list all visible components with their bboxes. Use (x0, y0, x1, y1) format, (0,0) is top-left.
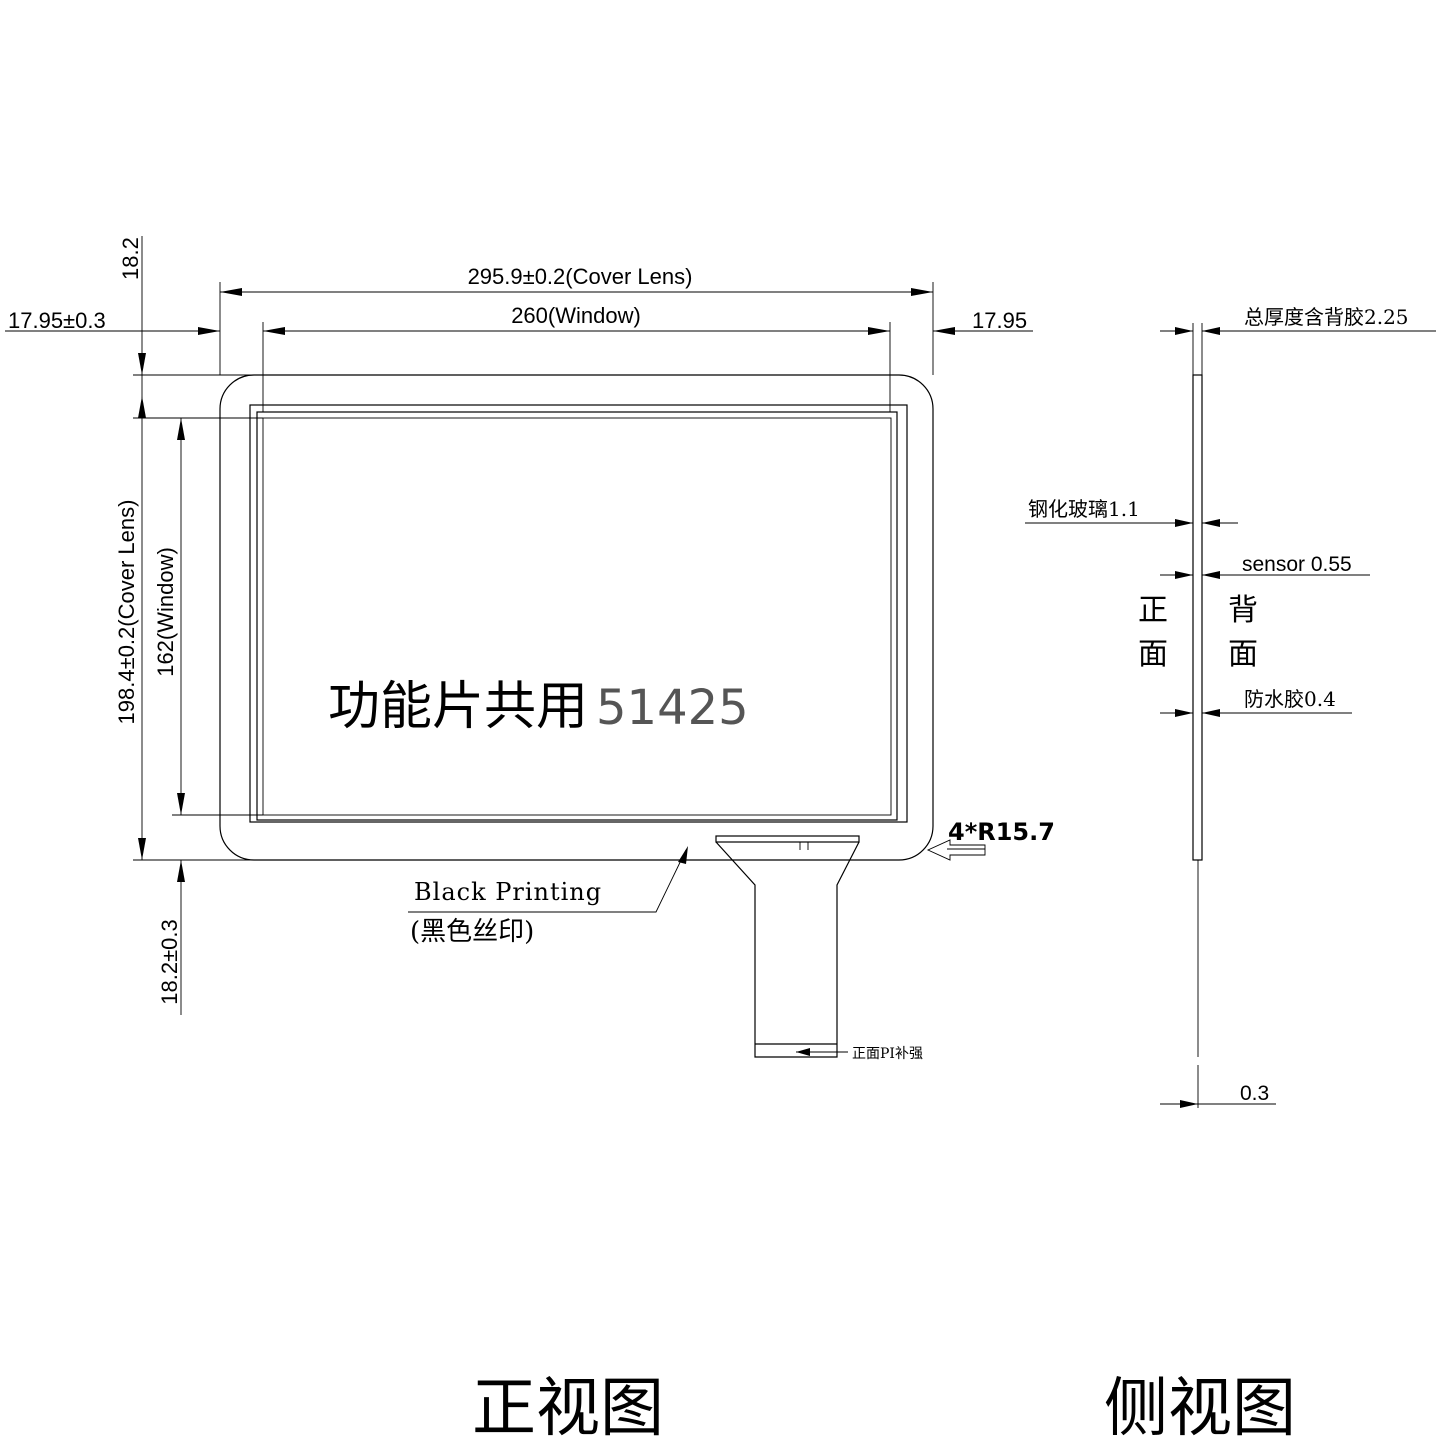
fpc-bonding-strip (715, 835, 860, 843)
radius-arrow-icon (926, 839, 986, 861)
stamp-text: 功能片共用 (328, 677, 588, 737)
front-view-caption: 正视图 (472, 1372, 664, 1440)
front-label-1: 正 (1138, 593, 1168, 628)
stamp-number: 51425 (596, 680, 749, 736)
window-inner (262, 417, 892, 816)
dim-left-margin: 17.95±0.3 (8, 308, 106, 333)
side-panel-body (1192, 374, 1203, 861)
dim-right-margin: 17.95 (972, 308, 1027, 333)
waterproof-glue-label: 防水胶0.4 (1244, 687, 1336, 711)
dim-top-margin: 18.2 (118, 237, 143, 280)
sensor-label: sensor 0.55 (1242, 553, 1352, 576)
corner-radius-label: 4*R15.7 (948, 818, 1055, 846)
front-label-2: 面 (1138, 637, 1168, 672)
back-label-2: 面 (1228, 637, 1258, 672)
front-view: 295.9±0.2(Cover Lens) 260(Window) 17.95±… (5, 236, 1055, 1440)
fpc-note: 正面PI补强 (852, 1046, 923, 1062)
side-view: 总厚度含背胶2.25 钢化玻璃1.1 sensor 0.55 正 面 背 面 防… (1025, 305, 1436, 1440)
dim-cover-lens-height: 198.4±0.2(Cover Lens) (114, 500, 139, 725)
cover-lens-outline (219, 374, 934, 861)
black-printing-cn-label: (黑色丝印) (410, 917, 534, 947)
dim-cover-lens-width: 295.9±0.2(Cover Lens) (468, 264, 693, 289)
dim-window-width: 260(Window) (511, 303, 641, 328)
dim-window-height: 162(Window) (153, 547, 178, 677)
dim-bottom-margin: 18.2±0.3 (157, 919, 182, 1004)
black-printing-label: Black Printing (414, 878, 602, 906)
black-printing-border (249, 404, 908, 823)
total-thickness-label: 总厚度含背胶2.25 (1244, 305, 1409, 329)
fpc-tail (715, 841, 860, 1058)
window-outer (256, 411, 898, 821)
side-view-caption: 侧视图 (1104, 1372, 1296, 1440)
fpc-thickness-label: 0.3 (1240, 1082, 1269, 1105)
tempered-glass-label: 钢化玻璃1.1 (1028, 497, 1140, 521)
back-label-1: 背 (1228, 593, 1258, 628)
